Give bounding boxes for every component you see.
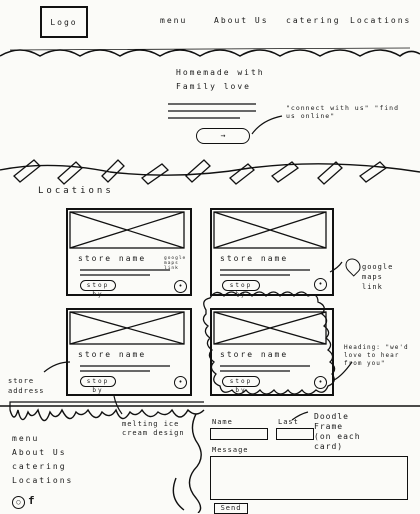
store-card [66, 308, 192, 396]
stop-by-button[interactable]: stop by [80, 376, 116, 394]
footer-nav-about[interactable]: About Us [12, 448, 67, 457]
map-pin-icon[interactable]: • [314, 278, 327, 291]
instagram-icon[interactable]: ○ [12, 496, 25, 509]
stop-by-button[interactable]: stop by [222, 376, 260, 394]
store-name: store name [78, 254, 147, 263]
melting-design-note: melting ice cream design [122, 420, 185, 437]
hero-note: "connect with us" "find us online" [286, 104, 400, 120]
store-card [210, 208, 334, 296]
hero-title: Homemade with Family love [176, 66, 265, 94]
hero-button[interactable]: → [196, 128, 250, 144]
stop-by-button[interactable]: stop by [222, 280, 260, 298]
name-label: Name [212, 418, 233, 426]
locations-title: Locations [38, 186, 114, 196]
maps-link-note: google maps link [362, 263, 394, 291]
footer-nav-locations[interactable]: Locations [12, 476, 74, 485]
map-pin-icon[interactable]: • [314, 376, 327, 389]
store-card [66, 208, 192, 296]
nav-about[interactable]: About Us [214, 16, 269, 25]
name-field[interactable] [210, 428, 268, 440]
hero-title-line2: Family love [176, 82, 251, 91]
facebook-icon[interactable]: f [28, 494, 35, 507]
send-button[interactable]: Send [214, 503, 248, 514]
logo-text: Logo [50, 17, 78, 27]
footer-nav-menu[interactable]: menu [12, 434, 40, 443]
store-name: store name [78, 350, 147, 359]
store-card [210, 308, 334, 396]
message-label: Message [212, 446, 249, 454]
store-name: store name [220, 254, 289, 263]
heading-note: Heading: "we'd love to hear from you" [344, 344, 409, 367]
nav-locations[interactable]: Locations [350, 16, 412, 25]
last-field[interactable] [276, 428, 314, 440]
stop-by-button[interactable]: stop by [80, 280, 116, 298]
last-label: Last [278, 418, 299, 426]
card-maps-note: google maps link [164, 256, 187, 271]
footer-nav-catering[interactable]: catering [12, 462, 67, 471]
store-address-note: store address [8, 377, 45, 395]
arrow-right-icon: → [220, 131, 226, 140]
logo[interactable]: Logo [40, 6, 88, 38]
map-pin-icon[interactable]: • [174, 376, 187, 389]
nav-catering[interactable]: catering [286, 16, 341, 25]
store-name: store name [220, 350, 289, 359]
doodle-frame-note: Doodle Frame (on each card) [314, 412, 361, 451]
nav-menu[interactable]: menu [160, 16, 188, 25]
hero-title-line1: Homemade with [176, 68, 265, 77]
message-field[interactable] [210, 456, 408, 500]
map-pin-icon[interactable]: • [174, 280, 187, 293]
